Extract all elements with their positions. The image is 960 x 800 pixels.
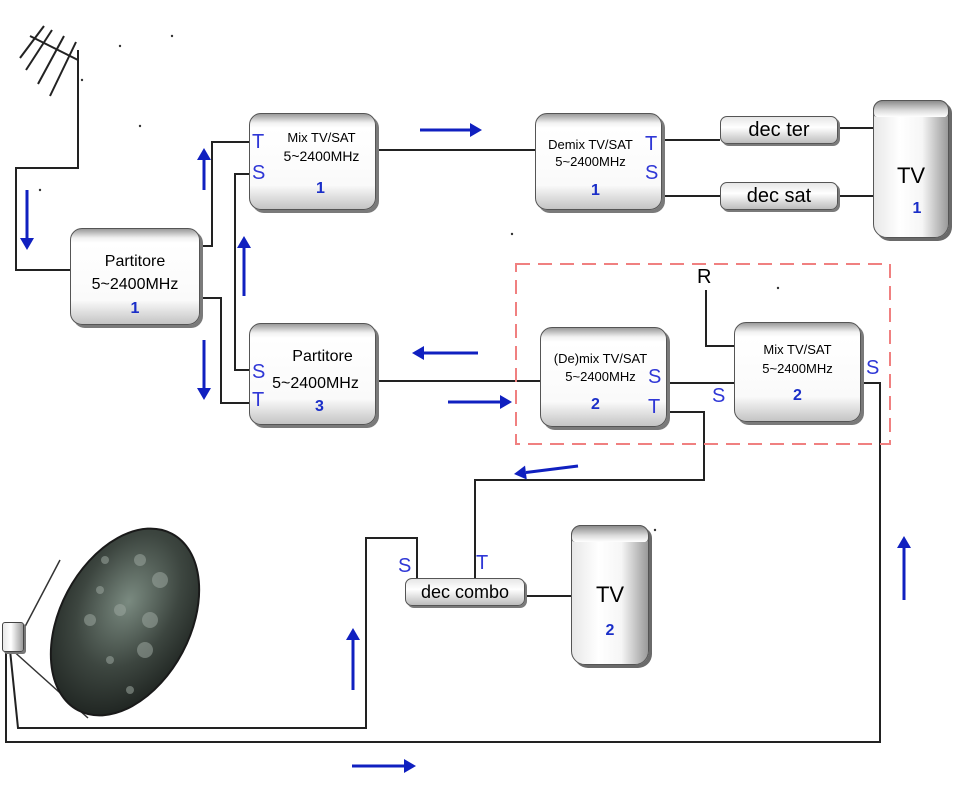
return-label-r: R [697, 266, 712, 288]
demixer-2-port-t: T [648, 396, 661, 418]
satellite-decoder[interactable]: dec sat [720, 182, 838, 210]
mixer-2-band: 5~2400MHz [762, 361, 833, 376]
terrestrial-decoder[interactable]: dec ter [720, 116, 838, 144]
arrow-up-mixer-2-s [897, 536, 911, 600]
scan-speck [38, 188, 42, 192]
splitter-1-number: 1 [130, 300, 140, 317]
demixer-2-title: (De)mix TV/SAT [553, 351, 648, 366]
scan-speck [776, 286, 780, 290]
splitter-3-number: 3 [315, 398, 324, 415]
splitter-1-to-mixer-1-t-wire [200, 141, 249, 247]
mixer-2-number: 2 [793, 387, 802, 404]
dish-texture-speck [137, 642, 153, 658]
demixer-1-port-s: S [645, 162, 659, 184]
demixer-2-band: 5~2400MHz [565, 369, 636, 384]
mixer-2-title: Mix TV/SAT [763, 342, 832, 357]
scan-speck [118, 44, 122, 48]
scan-speck [510, 232, 514, 236]
tv-1[interactable]: TV 1 [873, 100, 949, 238]
dish-texture-speck [114, 604, 126, 616]
r-return-to-mixer-2-wire [705, 290, 734, 347]
arrow-up-combo-s [346, 628, 360, 690]
arrow-down-antenna [20, 190, 34, 250]
mixer-1-title: Mix TV/SAT [287, 130, 356, 145]
mixer-1-s-to-splitter-3-s-wire [234, 173, 249, 371]
dish-reflector [49, 527, 201, 717]
splitter-1-to-splitter-3-t-wire [200, 297, 249, 404]
dish-texture-speck [96, 586, 104, 594]
tv-1-label: TV [896, 163, 926, 188]
mixer-2-port-s-right: S [866, 357, 880, 379]
highlight-frame [515, 263, 891, 445]
combo-decoder-port-s: S [398, 555, 412, 577]
tv-2[interactable]: TV 2 [571, 525, 649, 665]
mixer-1-number: 1 [316, 180, 325, 197]
scan-speck [653, 528, 657, 532]
splitter-3-port-s: S [252, 361, 266, 383]
dish-texture-speck [106, 656, 114, 664]
demixer-1-band: 5~2400MHz [555, 154, 626, 169]
arrow-right-to-demixer-2 [448, 395, 512, 409]
dish-texture-speck [101, 556, 109, 564]
scan-speck [170, 34, 174, 38]
demixer-2-block[interactable]: (De)mix TV/SAT 5~2400MHz 2 [540, 327, 667, 427]
lnb-to-combo-s-wire [9, 537, 418, 729]
demixer-1-title: Demix TV/SAT [548, 137, 633, 152]
scan-speck [80, 78, 84, 82]
demixer-2-t-to-combo-wire [474, 411, 705, 578]
scan-speck [138, 124, 142, 128]
combo-decoder[interactable]: dec combo [405, 578, 525, 606]
mixer-2-block[interactable]: Mix TV/SAT 5~2400MHz 2 [734, 322, 861, 422]
lnb-to-mixer-2-s-wire [5, 382, 881, 743]
demixer-1-port-t: T [645, 133, 658, 155]
splitter-3-band: 5~2400MHz [272, 375, 359, 392]
splitter-3-port-t: T [252, 389, 265, 411]
combo-decoder-port-t: T [476, 552, 489, 574]
demixer-1-block[interactable]: Demix TV/SAT 5~2400MHz 1 [535, 113, 662, 210]
splitter-1-title: Partitore [104, 253, 166, 270]
dish-texture-speck [134, 554, 146, 566]
mixer-1-port-t: T [252, 131, 265, 153]
satellite-dish-icon [9, 527, 201, 719]
dish-texture-speck [152, 572, 168, 588]
arrow-up-mixer-1-s [237, 236, 251, 296]
splitter-3-block[interactable]: Partitore 5~2400MHz 3 [249, 323, 376, 425]
arrow-left-combo-feed [514, 464, 579, 480]
dish-texture-speck [126, 686, 134, 694]
terrestrial-antenna-icon [19, 25, 79, 97]
antenna-mast-to-splitter-1-wire [15, 50, 79, 271]
mixer-1-port-s: S [252, 162, 266, 184]
demixer-2-port-s: S [648, 366, 662, 388]
splitter-1-band: 5~2400MHz [91, 276, 179, 293]
dish-arm-upper [17, 559, 61, 641]
arrow-left-return-top [412, 346, 478, 360]
demixer-2-number: 2 [591, 396, 600, 413]
dish-texture-speck [84, 614, 96, 626]
splitter-1-block[interactable]: Partitore 5~2400MHz 1 [70, 228, 200, 325]
demixer-1-number: 1 [591, 182, 600, 199]
lnb-icon [2, 622, 24, 652]
dish-texture-speck [142, 612, 158, 628]
tv-1-number: 1 [912, 200, 922, 217]
splitter-3-title: Partitore [292, 348, 353, 365]
tv-2-label: TV [595, 582, 625, 607]
mixer-2-port-s-left: S [712, 385, 726, 407]
arrow-right-mixer-1-out [420, 123, 482, 137]
arrow-right-bottom [352, 759, 416, 773]
arrow-up-to-mixer-1 [197, 148, 211, 190]
mixer-1-band: 5~2400MHz [283, 148, 360, 164]
mixer-1-block[interactable]: Mix TV/SAT 5~2400MHz 1 [249, 113, 376, 210]
arrow-down-to-splitter-3 [197, 340, 211, 400]
tv-2-number: 2 [605, 622, 615, 639]
